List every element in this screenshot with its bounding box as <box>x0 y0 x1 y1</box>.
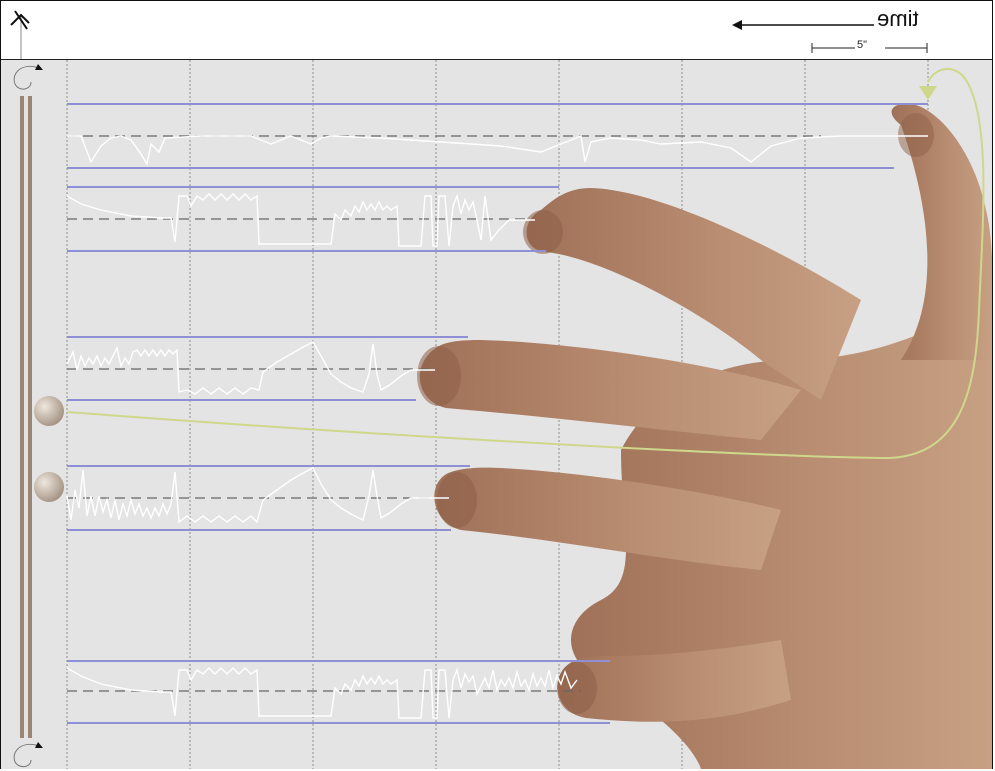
scroll-spiral-icon[interactable] <box>13 742 43 768</box>
hand-image <box>417 103 992 769</box>
header: time 5" <box>1 1 992 60</box>
scroll-spiral-icon[interactable] <box>13 64 43 90</box>
scale-label: 5" <box>857 39 868 51</box>
score-canvas <box>1 60 992 769</box>
staff-4 <box>66 465 470 531</box>
origin-mark-icon[interactable] <box>1 1 41 59</box>
staff-2 <box>66 186 559 252</box>
side-rail <box>20 96 32 738</box>
knob-icon[interactable] <box>34 396 64 426</box>
knob-icon[interactable] <box>34 472 64 502</box>
guide-arrow-icon <box>919 86 937 100</box>
time-label: time <box>877 6 919 31</box>
staff-1 <box>67 103 928 169</box>
time-arrow-icon <box>732 20 874 30</box>
guide-curve <box>66 68 985 460</box>
scale-bar <box>811 43 928 53</box>
staff-5 <box>66 660 610 724</box>
staff-3 <box>66 336 468 401</box>
